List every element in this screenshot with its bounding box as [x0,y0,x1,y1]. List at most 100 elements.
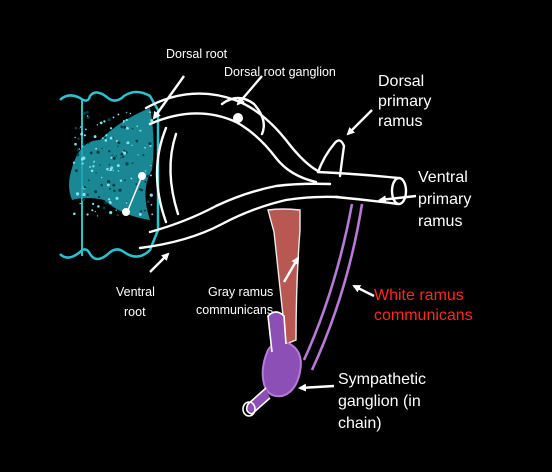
texture-dot [110,166,114,170]
white-arrow-icon [282,256,300,283]
texture-dot [92,165,95,168]
texture-dot [101,137,104,139]
texture-dot [144,170,147,172]
texture-dot [104,201,108,205]
texture-dot [85,128,87,131]
texture-dot [75,192,80,196]
texture-dot [131,144,133,146]
label-dorsal-root-ganglion: Dorsal root ganglion [224,65,336,79]
texture-dot [109,127,113,130]
texture-dot [123,151,127,155]
texture-dot [77,137,80,140]
texture-dot [146,200,150,203]
spinal-nerve-trunk-top [316,170,400,180]
texture-dot [89,151,93,155]
texture-dot [131,127,134,130]
texture-dot [108,198,111,201]
texture-dot [117,145,119,148]
white-arrow-icon [152,75,185,120]
ventral-ramus-end [390,176,408,206]
texture-dot [117,170,120,172]
texture-dot [109,136,113,140]
pointer-arrows [149,75,417,392]
white-ramus-line-1 [302,203,354,361]
texture-dot [106,180,111,184]
spinal-cord [59,90,160,261]
dorsal-root-lower [148,112,318,184]
texture-dot [96,215,99,217]
chain-down [245,387,271,415]
texture-dot [135,139,139,143]
texture-dot [113,189,116,193]
texture-dot [115,140,118,142]
texture-dot [136,125,138,127]
texture-dot [137,154,139,156]
texture-dot [118,188,122,192]
texture-dot [143,209,146,212]
texture-dot [100,183,103,187]
texture-dot [82,143,85,146]
label-gray-ramus-1: Gray ramus [208,285,273,299]
texture-dot [116,164,120,168]
label-white-ramus-2: communicans [374,307,473,324]
texture-dot [93,135,97,139]
texture-dot [150,119,154,123]
sympathetic-chain [242,311,302,417]
dorsal-root-upper [144,92,322,174]
texture-dot [119,179,123,182]
neuron-process [127,175,143,211]
texture-dot [99,114,102,116]
label-sympathetic-ganglion-3: chain) [338,415,382,432]
texture-dot [93,161,95,163]
texture-dot [125,118,128,122]
texture-dot [95,147,98,150]
texture-dot [116,213,119,217]
texture-dot [106,183,110,187]
texture-dot [83,134,86,137]
texture-dot [80,132,84,136]
texture-dot [151,111,154,114]
chain-cut-end [242,401,256,417]
label-sympathetic-ganglion-1: Sympathetic [338,371,426,388]
texture-dot [112,116,115,119]
texture-dot [139,129,142,132]
texture-dot [77,147,80,150]
texture-dot [112,156,116,160]
label-ventral-root-2: root [124,305,146,319]
gray-matter [69,108,154,220]
texture-dot [111,154,113,156]
label-ventral-primary-ramus-3: ramus [418,213,462,230]
drg-neuron [233,113,243,123]
texture-dot [88,142,90,145]
texture-dot [117,113,120,116]
texture-dot [138,212,142,216]
texture-dot [95,172,97,174]
texture-dot [107,118,111,122]
white-arrow-icon [236,75,263,106]
spinal-nerve [138,92,408,250]
texture-dot [105,134,108,137]
white-ramus-line-2 [310,203,364,371]
root-loop-outer [155,126,168,224]
texture-dot [102,206,106,210]
texture-dot [149,144,152,147]
white-arrow-icon [352,284,375,298]
texture-dot [130,177,133,180]
texture-dot [144,180,147,183]
texture-dot [76,153,80,157]
label-dorsal-primary-ramus-3: ramus [378,113,422,130]
dorsal-root-ganglion [220,96,265,136]
texture-dot [122,121,125,124]
sympathetic-ganglion [261,341,302,398]
texture-dot [108,164,111,166]
label-ventral-primary-ramus-1: Ventral [418,169,468,186]
texture-dot [150,164,152,167]
texture-dot [120,152,124,156]
texture-dot [126,141,130,145]
texture-dot [97,195,101,199]
label-dorsal-primary-ramus-2: primary [378,93,431,110]
label-ventral-primary-ramus-2: primary [418,191,471,208]
texture-dot [104,137,107,139]
